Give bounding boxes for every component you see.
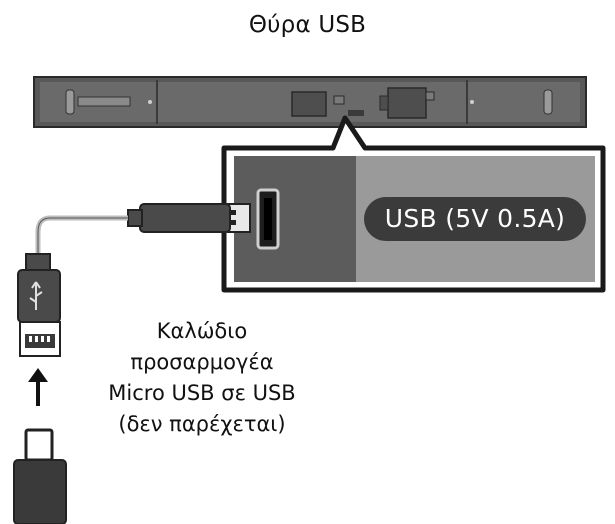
caption-line-1: Καλώδιο xyxy=(156,319,248,343)
caption-line-3: Micro USB σε USB xyxy=(108,381,296,405)
usb-port-socket xyxy=(256,188,280,250)
micro-usb-plug xyxy=(13,428,67,524)
usb-a-plug xyxy=(127,203,251,233)
soundbar-rear-panel xyxy=(33,76,587,128)
usb-port-spec-label: USB (5V 0.5A) xyxy=(364,197,586,241)
diagram-title: Θύρα USB xyxy=(248,12,367,38)
caption-line-2: προσαρμογέα xyxy=(130,350,274,374)
caption-line-4: (δεν παρέχεται) xyxy=(118,412,286,436)
adapter-cable xyxy=(35,215,128,258)
micro-usb-adapter-end xyxy=(17,253,61,357)
insert-arrow-icon xyxy=(28,368,48,406)
adapter-cable-caption: Καλώδιο προσαρμογέα Micro USB σε USB (δε… xyxy=(82,316,322,440)
